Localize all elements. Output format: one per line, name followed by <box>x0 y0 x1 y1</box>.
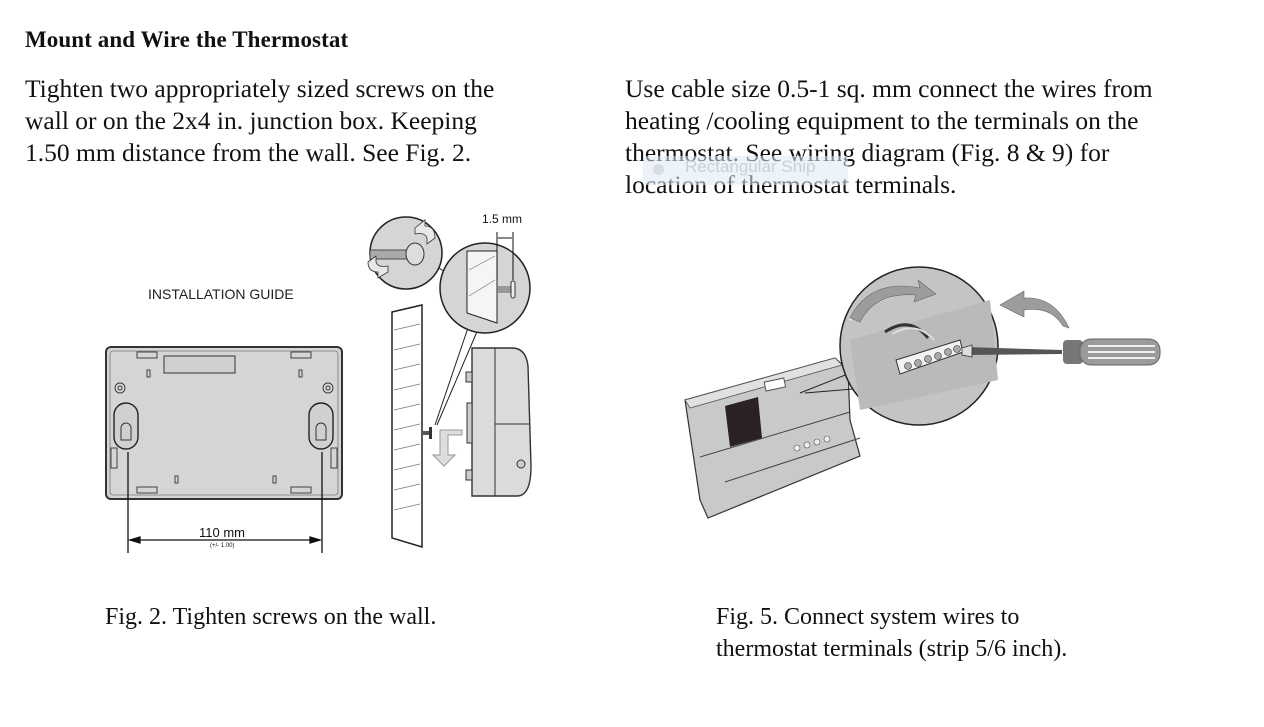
terminal-detail-magnifier <box>839 266 999 426</box>
spacing-dimension <box>127 452 323 553</box>
tolerance-label: (+/- 1.00) <box>210 543 235 549</box>
figure-5-wiring-diagram <box>670 260 1170 530</box>
screw-icon <box>422 427 432 439</box>
slide-down-arrow-icon <box>431 429 463 467</box>
thermostat-body <box>684 357 861 519</box>
mounting-instructions: Tighten two appropriately sized screws o… <box>25 74 495 167</box>
snip-tooltip-label: Rectangular Snip <box>685 157 816 176</box>
gap-label: 1.5 mm <box>482 212 522 226</box>
figure-2-installation-diagram: INSTALLATION GUIDE <box>100 200 540 560</box>
wall <box>391 304 423 549</box>
figure-5-caption: Fig. 5. Connect system wires to thermost… <box>716 604 1068 662</box>
gap-detail-magnifier <box>439 242 531 334</box>
thermostat-side-view <box>465 347 532 497</box>
wiring-instructions: Use cable size 0.5-1 sq. mm connect the … <box>625 74 1153 199</box>
section-heading: Mount and Wire the Thermostat <box>25 27 349 52</box>
installation-guide-title: INSTALLATION GUIDE <box>148 286 294 302</box>
rotate-arrow-icon <box>849 279 1070 329</box>
figure-2-caption: Fig. 2. Tighten screws on the wall. <box>105 604 437 630</box>
spacing-label: 110 mm <box>199 525 245 540</box>
snip-tooltip[interactable]: Rectangular Snip <box>643 156 848 185</box>
screwdriver-icon <box>961 338 1161 366</box>
snip-mode-icon <box>653 164 664 175</box>
back-plate <box>105 346 343 500</box>
screw-detail-magnifier <box>367 216 443 290</box>
